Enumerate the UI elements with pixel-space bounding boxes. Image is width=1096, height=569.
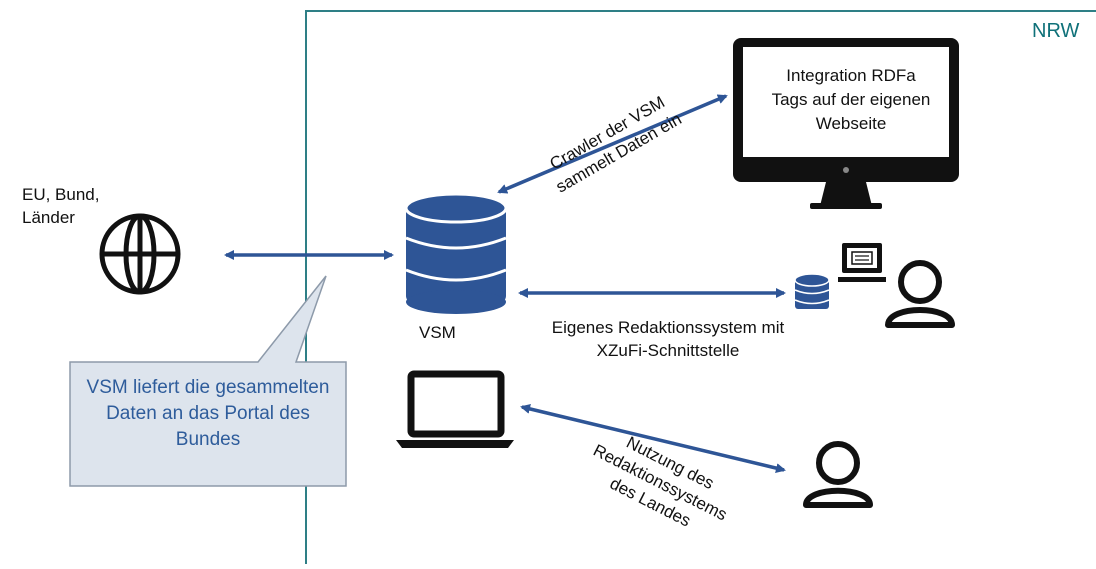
- database-icon: [404, 192, 508, 314]
- computer-icon: [838, 243, 886, 282]
- arrow-nutzung: [520, 404, 786, 473]
- callout-box: [69, 275, 347, 487]
- screen-line: Integration RDFa: [786, 66, 916, 85]
- external-label-line: Länder: [22, 208, 75, 227]
- region-label: NRW: [1032, 20, 1080, 42]
- redaktion-label-line: XZuFi-Schnittstelle: [596, 341, 740, 360]
- user-icon: [803, 441, 873, 508]
- small-database-icon: [794, 273, 830, 309]
- external-label-line: EU, Bund,: [22, 185, 100, 204]
- monitor-icon: [733, 38, 959, 209]
- vsm-label: VSM: [419, 323, 456, 342]
- callout-text: VSM liefert die gesammelten Daten an das…: [86, 377, 330, 450]
- external-actors-label: EU, Bund, Länder: [22, 183, 100, 229]
- redaktion-label-line: Eigenes Redaktionssystem mit: [551, 318, 785, 337]
- globe-icon: [99, 213, 181, 295]
- arrow-crawler: [497, 94, 728, 194]
- user-icon: [885, 260, 955, 328]
- redaktion-label: Eigenes Redaktionssystem mit XZuFi-Schni…: [520, 316, 816, 362]
- monitor-screen-text: Integration RDFa Tags auf der eigenen We…: [747, 64, 955, 136]
- screen-line: Tags auf der eigenen: [771, 90, 931, 109]
- laptop-icon: [396, 370, 514, 448]
- screen-line: Webseite: [815, 114, 887, 133]
